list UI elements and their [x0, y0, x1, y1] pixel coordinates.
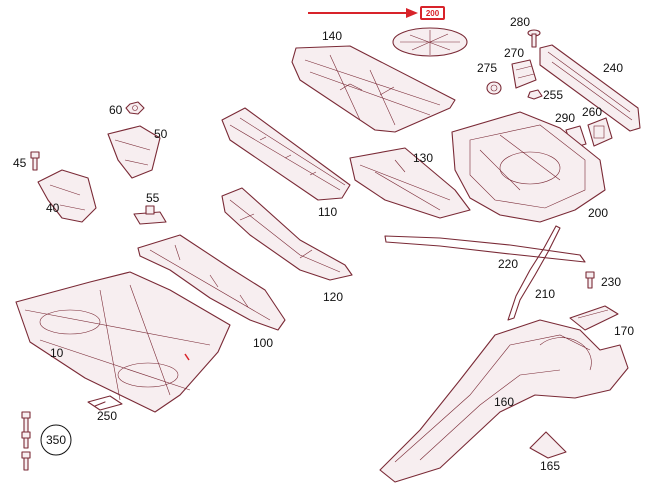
label-230: 230 [601, 275, 621, 289]
label-200: 200 [588, 206, 608, 220]
label-170: 170 [614, 324, 634, 338]
label-10: 10 [50, 346, 64, 360]
label-140: 140 [322, 29, 342, 43]
part-spare-cover[interactable] [392, 27, 468, 57]
part-120[interactable]: 120 [221, 187, 353, 304]
label-45: 45 [13, 156, 27, 170]
label-290: 290 [555, 111, 575, 125]
part-230[interactable]: 230 [585, 271, 621, 289]
highlight-callout[interactable]: 200 [308, 6, 445, 20]
part-255[interactable]: 255 [527, 88, 563, 102]
label-120: 120 [323, 290, 343, 304]
part-50[interactable]: 50 [107, 125, 168, 179]
part-55[interactable]: 55 [133, 191, 167, 225]
part-110[interactable]: 110 [221, 107, 351, 219]
part-160[interactable]: 160 [379, 319, 629, 483]
label-130: 130 [413, 151, 433, 165]
label-280: 280 [510, 15, 530, 29]
part-250[interactable]: 250 [87, 395, 123, 423]
part-280[interactable]: 280 [510, 15, 541, 48]
label-240: 240 [603, 61, 623, 75]
part-165[interactable]: 165 [529, 431, 567, 473]
part-170[interactable]: 170 [569, 305, 634, 338]
label-255: 255 [543, 88, 563, 102]
part-220[interactable]: 220 [384, 235, 586, 271]
label-260: 260 [582, 105, 602, 119]
label-165: 165 [540, 459, 560, 473]
part-60[interactable]: 60 [109, 101, 145, 117]
label-110: 110 [318, 205, 337, 219]
part-40[interactable]: 40 [37, 169, 97, 223]
part-290[interactable]: 290 [555, 111, 587, 149]
label-50: 50 [154, 127, 168, 141]
callout-label: 200 [426, 9, 440, 18]
part-140[interactable]: 140 [291, 29, 456, 133]
label-220: 220 [498, 257, 518, 271]
part-350[interactable]: 350 [21, 411, 72, 471]
label-270: 270 [504, 46, 524, 60]
part-275[interactable]: 275 [477, 61, 502, 95]
label-100: 100 [253, 336, 273, 350]
label-275: 275 [477, 61, 497, 75]
callout-box [420, 6, 445, 20]
arrowhead-icon [406, 8, 418, 18]
part-240[interactable]: 240 [539, 44, 641, 132]
part-210[interactable]: 210 [507, 225, 561, 321]
part-45[interactable]: 45 [13, 151, 40, 171]
part-270[interactable]: 270 [504, 46, 537, 89]
part-130[interactable]: 130 [349, 147, 471, 219]
part-260[interactable]: 260 [582, 105, 613, 147]
label-55: 55 [146, 191, 160, 205]
label-210: 210 [535, 287, 555, 301]
part-100[interactable]: 100 [137, 234, 286, 350]
part-10[interactable]: 10 [15, 271, 231, 413]
label-250: 250 [97, 409, 117, 423]
label-40: 40 [46, 201, 60, 215]
part-200[interactable]: 200 [451, 111, 608, 223]
label-160: 160 [494, 395, 514, 409]
label-350: 350 [46, 433, 66, 447]
label-60: 60 [109, 103, 123, 117]
